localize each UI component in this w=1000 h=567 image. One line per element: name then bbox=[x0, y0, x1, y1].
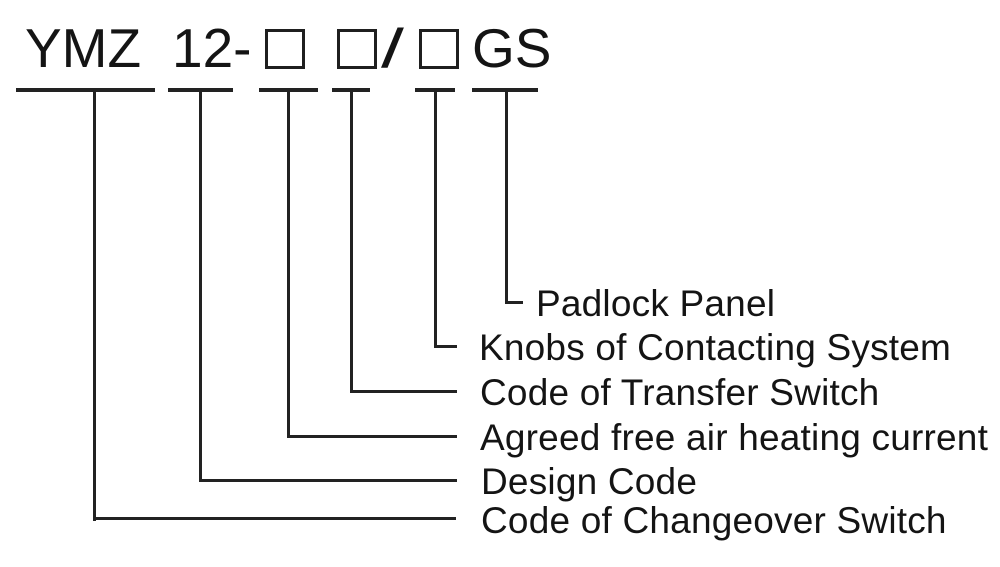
stem-contacting-knobs bbox=[434, 88, 437, 348]
stem-changeover-switch bbox=[93, 88, 96, 521]
label-agreed-free-air-heating-current: Agreed free air heating current bbox=[480, 417, 989, 458]
model-slash-separator: / bbox=[381, 17, 404, 79]
label-padlock-panel: Padlock Panel bbox=[536, 283, 776, 324]
placeholder-box-icon bbox=[419, 29, 459, 69]
model-suffix-text: GS bbox=[472, 17, 552, 79]
label-knobs-of-contacting-system: Knobs of Contacting System bbox=[479, 327, 952, 368]
model-series-text: YMZ bbox=[25, 17, 142, 79]
model-design-code-text: 12- bbox=[172, 17, 252, 79]
underline-changeover-switch bbox=[16, 88, 155, 92]
stem-padlock-panel bbox=[505, 88, 508, 304]
placeholder-box-icon bbox=[337, 29, 377, 69]
connector-padlock-panel bbox=[505, 301, 523, 304]
label-design-code: Design Code bbox=[481, 461, 698, 502]
stem-design-code bbox=[199, 88, 202, 482]
connector-changeover-switch bbox=[93, 517, 456, 520]
connector-transfer-switch bbox=[350, 390, 457, 393]
connector-contacting-knobs bbox=[434, 345, 457, 348]
label-code-of-transfer-switch: Code of Transfer Switch bbox=[480, 372, 880, 413]
stem-heating-current bbox=[287, 88, 290, 438]
placeholder-box-icon bbox=[265, 29, 305, 69]
connector-design-code bbox=[199, 479, 457, 482]
stem-transfer-switch bbox=[350, 88, 353, 393]
label-code-of-changeover-switch: Code of Changeover Switch bbox=[481, 500, 947, 541]
connector-heating-current bbox=[287, 435, 457, 438]
